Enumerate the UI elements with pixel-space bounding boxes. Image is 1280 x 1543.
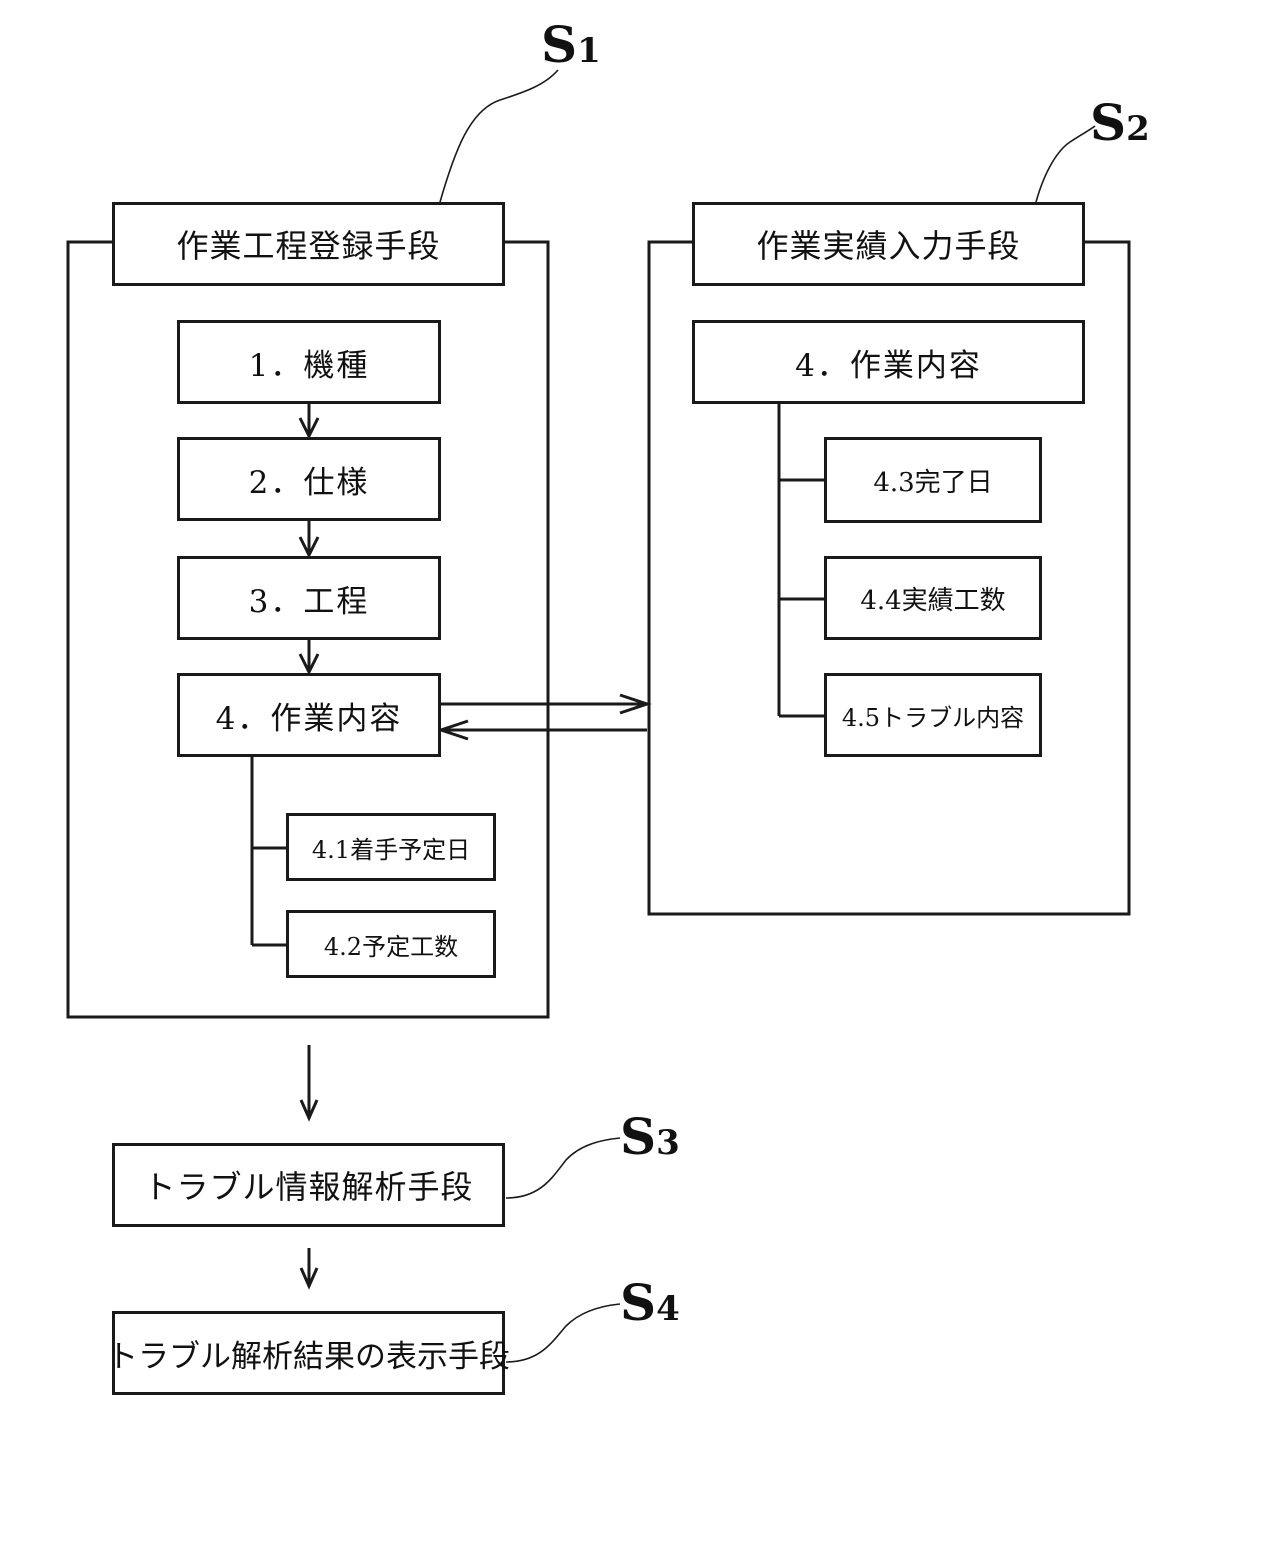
s1-step-spec: 2．仕様 bbox=[177, 437, 441, 521]
s1-sub-planned-start: 4.1着手予定日 bbox=[286, 813, 496, 881]
label-s2: S2 bbox=[1090, 93, 1150, 152]
s3-trouble-analysis-box: トラブル情報解析手段 bbox=[112, 1143, 505, 1227]
s1-sub-planned-hours: 4.2予定工数 bbox=[286, 910, 496, 978]
s1-step-model: 1．機種 bbox=[177, 320, 441, 404]
s1-step-work-content: 4．作業内容 bbox=[177, 673, 441, 757]
label-s4: S4 bbox=[620, 1273, 680, 1332]
s2-title-box: 作業実績入力手段 bbox=[692, 202, 1085, 286]
s2-sub-actual-hours: 4.4実績工数 bbox=[824, 556, 1042, 640]
s4-leader bbox=[505, 1303, 621, 1363]
s1-leader bbox=[439, 69, 559, 203]
s2-sub-trouble-content: 4.5トラブル内容 bbox=[824, 673, 1042, 757]
s2-sub-completion-date: 4.3完了日 bbox=[824, 437, 1042, 523]
s1-frame bbox=[66, 240, 550, 1019]
s3-leader bbox=[505, 1137, 621, 1199]
s2-work-content: 4．作業内容 bbox=[692, 320, 1085, 404]
label-s3: S3 bbox=[620, 1107, 680, 1166]
s2-leader bbox=[1035, 125, 1096, 203]
s4-result-display-box: トラブル解析結果の表示手段 bbox=[107, 1311, 510, 1395]
s1-title-box: 作業工程登録手段 bbox=[112, 202, 505, 286]
label-s1: S1 bbox=[541, 15, 601, 74]
s1-step-process: 3．工程 bbox=[177, 556, 441, 640]
s2-frame bbox=[647, 240, 1131, 916]
